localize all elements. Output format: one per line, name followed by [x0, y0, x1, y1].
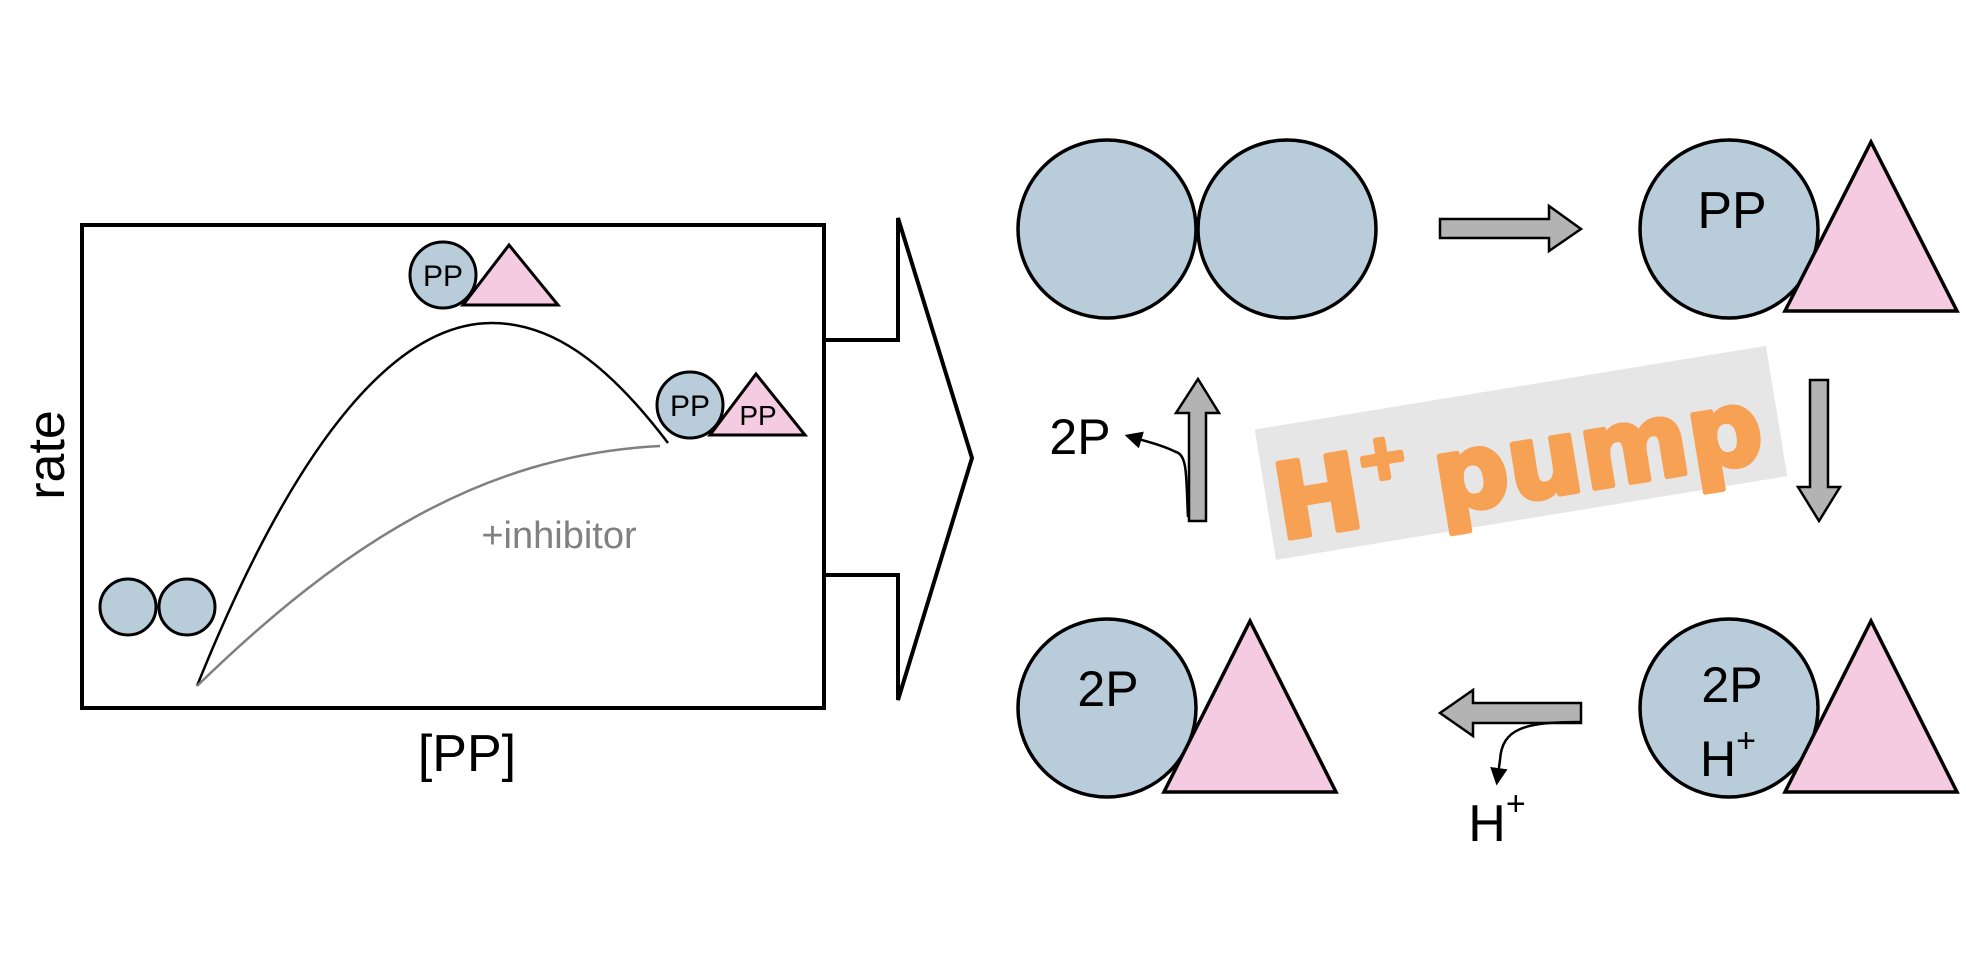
arrow-down — [1795, 378, 1843, 524]
complex-right-enzyme-label: PP — [670, 390, 710, 423]
product-release-arrow — [1124, 431, 1190, 518]
released-proton-h: H — [1468, 795, 1506, 853]
inhibitor-label: +inhibitor — [481, 515, 637, 557]
complex-right-substrate-label: PP — [739, 400, 776, 431]
rate-curve-inhibitor — [196, 444, 661, 687]
x-axis-label: [PP] — [418, 725, 516, 783]
state-2p-bound: 2P — [1016, 617, 1339, 799]
banner-pump: pump — [1424, 365, 1771, 539]
free-enzyme-small — [98, 577, 217, 637]
state-2p-hplus: 2P H+ — [1638, 617, 1960, 799]
arrow-up — [1173, 376, 1222, 523]
arrow-left — [1437, 687, 1583, 739]
state-4-label: 2P — [1077, 661, 1138, 717]
state-3-h: H — [1700, 731, 1736, 787]
plot-frame — [80, 223, 826, 710]
rate-plot: rate [PP] +inhibitor PP PP PP — [18, 223, 826, 783]
pump-cycle: PP 2P H+ 2P H+ 2P — [1016, 138, 1960, 853]
state-3-label-top: 2P — [1701, 657, 1762, 713]
enzyme-substrate-complex-top: PP — [408, 240, 562, 310]
state-3-superscript: + — [1736, 722, 1756, 760]
banner-background — [1254, 345, 1788, 560]
state-2-label: PP — [1697, 182, 1766, 240]
state-3-label-bottom: H+ — [1700, 722, 1756, 787]
rate-curve — [195, 321, 669, 687]
released-proton-label: H+ — [1468, 785, 1525, 853]
hplus-pump-banner: H+pump — [1254, 345, 1788, 567]
complex-top-label: PP — [423, 260, 463, 293]
proton-release-arrow — [1490, 720, 1582, 786]
released-product-label: 2P — [1049, 409, 1110, 465]
y-axis-label: rate — [18, 410, 76, 500]
state-free-enzyme — [1016, 138, 1378, 320]
arrow-right — [1438, 203, 1584, 254]
state-pp-bound: PP — [1638, 138, 1960, 320]
released-proton-superscript: + — [1506, 785, 1526, 823]
zoom-bracket — [826, 217, 975, 701]
banner-h: H — [1265, 430, 1371, 564]
enzyme-substrate-complex-right: PP PP — [655, 370, 809, 440]
